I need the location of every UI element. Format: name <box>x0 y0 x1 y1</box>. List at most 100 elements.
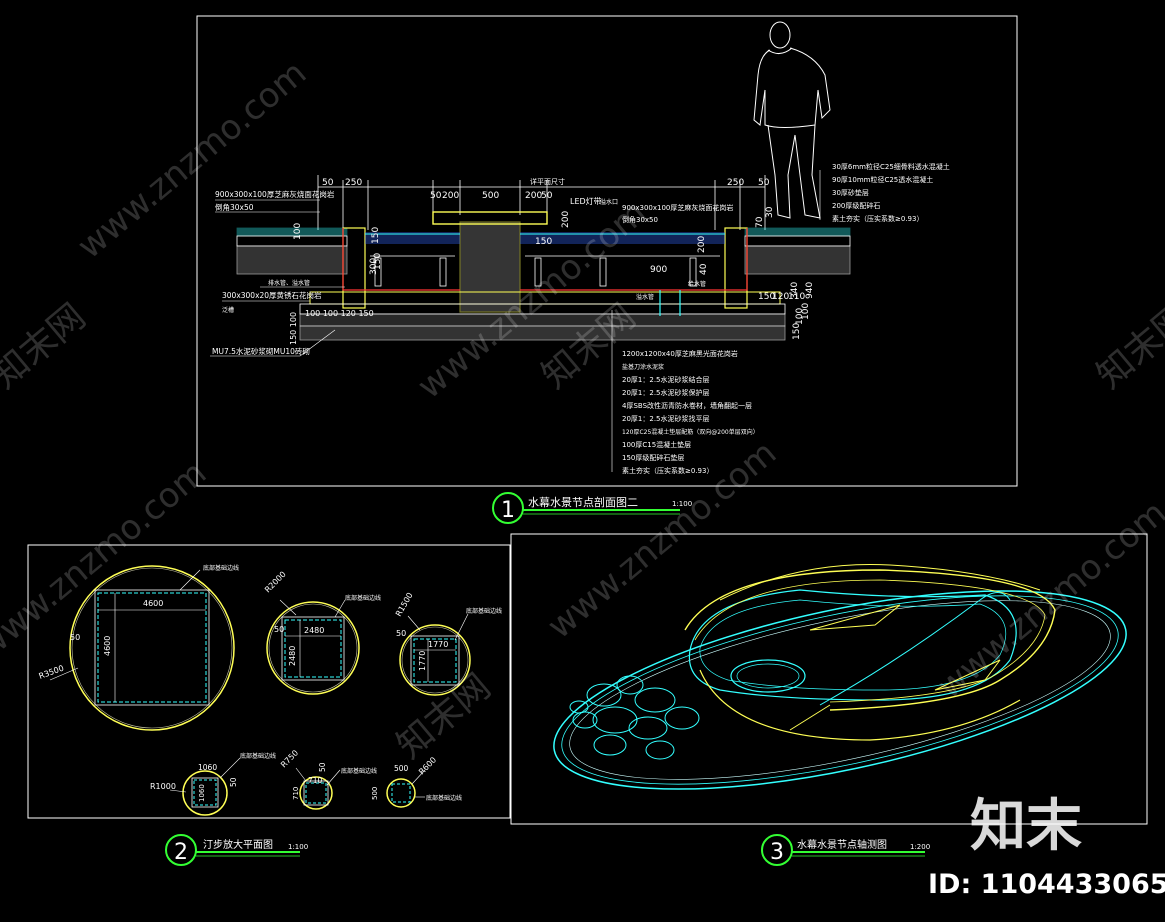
axo-number: 3 <box>770 840 784 865</box>
stone-side: 500 <box>371 787 379 800</box>
axo-title-block: 3 水幕水景节点轴测图 1:200 <box>761 834 930 866</box>
dim-label: 200 <box>525 191 542 201</box>
stone-radius: R2000 <box>263 570 288 595</box>
dim-label: 120 <box>772 292 789 302</box>
section-label: 溢水管 <box>636 293 654 301</box>
section-label: 素土夯实（压实系数≥0.93） <box>832 214 923 223</box>
stone-radius: R1500 <box>394 591 415 618</box>
dim-label: 150 <box>373 253 383 270</box>
brand-logo-block: 知末 ID: 1104433065 <box>928 794 1165 900</box>
axo-drawing <box>553 563 1127 790</box>
edge-label: 底部基础边线 <box>240 752 276 760</box>
plan-title: 汀步放大平面图 <box>203 838 273 851</box>
stone-side: 500 <box>394 764 409 773</box>
dim-label: 300 <box>369 258 379 275</box>
section-label: 300x300x20厚黄锈石花岗岩 <box>222 290 322 300</box>
dim-text-mid: 100 150 150 200 150 300 200 900 40 150 1… <box>293 206 815 340</box>
stone-edge: 50 <box>70 633 80 642</box>
labels-left: 900x300x100厚芝麻灰烧面花岗岩 倒角30x50 排水管、溢水管 300… <box>210 189 374 357</box>
image-id: ID: 1104433065 <box>928 869 1165 900</box>
dim-line-top <box>317 175 766 230</box>
section-label: 盐基刀涂水泥浆 <box>622 363 664 371</box>
section-label: 100厚C15混凝土垫层 <box>622 440 691 449</box>
watermark-brand: 知末网 <box>389 666 498 767</box>
edge-label: 底部基础边线 <box>466 607 502 615</box>
dim-label: 150 <box>792 323 802 340</box>
edge-label: 底部基础边线 <box>203 564 239 572</box>
dim-label: 500 <box>482 191 499 201</box>
section-label: 倒角30x50 <box>622 215 658 224</box>
stone-side: 1060 <box>198 763 217 772</box>
human-figure <box>753 21 831 219</box>
section-label: 20厚1：2.5水泥砂浆结合层 <box>622 375 710 384</box>
stone-edge: 50 <box>318 762 327 772</box>
section-label: 120厚C25混凝土垫层配筋（双向@200单层双向） <box>622 428 759 436</box>
led-label-group: LED灯带 溢水口 <box>570 196 618 206</box>
dim-label: 100 <box>293 223 303 240</box>
dim-label: 900 <box>650 265 667 275</box>
stone-side: 4600 <box>143 599 163 608</box>
dim-label: 250 <box>345 178 362 188</box>
dim-label: 150 <box>758 292 775 302</box>
section-scale: 1:100 <box>672 500 692 508</box>
section-number: 1 <box>501 498 515 523</box>
section-ground <box>236 211 851 341</box>
stone-r750: 710 710 50 R750 底部基础边线 <box>279 748 377 810</box>
stone-radius: R3500 <box>38 664 65 681</box>
edge-label: 底部基础边线 <box>345 594 381 602</box>
watermark-site: www.znzmo.com <box>540 433 784 647</box>
dim-label: 250 <box>727 178 744 188</box>
dim-label: 150 <box>535 237 552 247</box>
section-label: 900x300x100厚芝麻灰烧面花岗岩 <box>622 203 733 212</box>
section-label: 30厚6mm粒径C25细骨料透水混凝土 <box>832 162 950 171</box>
section-label: 4厚SBS改性沥青防水卷材，墙角翻起一层 <box>622 401 752 410</box>
dim-label: 50 <box>541 191 553 201</box>
plan-number: 2 <box>174 840 188 865</box>
stone-side: 1770 <box>418 651 427 671</box>
brand-logo: 知末 <box>970 794 1082 859</box>
section-label: 20厚1：2.5水泥砂浆保护层 <box>622 388 710 397</box>
section-title: 水幕水景节点剖面图二 <box>528 495 638 509</box>
edge-label: 底部基础边线 <box>341 767 377 775</box>
watermark-brand: 知末网 <box>1089 296 1165 397</box>
dim-label: 150 100 <box>289 312 298 345</box>
section-label: 200厚级配碎石 <box>832 201 880 210</box>
dim-label: 100 <box>801 303 811 320</box>
section-label: 20厚1：2.5水泥砂浆找平层 <box>622 414 710 423</box>
watermark-site: www.znzmo.com <box>930 493 1165 707</box>
stone-edge: 50 <box>229 777 238 787</box>
stepping-stones: 4600 4600 50 R3500 底部基础边线 2480 2480 50 R… <box>38 564 502 816</box>
stone-r1500: 1770 1770 50 R1500 底部基础边线 <box>394 591 502 696</box>
section-label: MU7.5水泥砂浆砌MU10砖砌 <box>212 346 310 356</box>
section-title-block: 1 水幕水景节点剖面图二 1:100 <box>492 492 692 524</box>
stone-side: 4600 <box>103 636 112 656</box>
stone-side: 2480 <box>288 646 297 666</box>
watermarks: www.znzmo.com www.znzmo.com www.znzmo.co… <box>0 53 1165 767</box>
edge-label: 底部基础边线 <box>426 794 462 802</box>
plan-frame <box>27 544 511 819</box>
dim-label: 200 <box>561 211 571 228</box>
dim-text-top: 50 250 50 200 500 200 50 250 50 详平面尺寸 <box>322 177 770 201</box>
dim-label: 50 <box>430 191 442 201</box>
section-label: 素土夯实（压实系数≥0.93） <box>622 466 713 475</box>
dim-total-label: 详平面尺寸 <box>530 177 565 186</box>
dim-label: 30 <box>765 206 775 218</box>
watermark-site: www.znzmo.com <box>0 453 214 667</box>
labels-bottom: 1200x1200x40厚芝麻黑光面花岗岩 盐基刀涂水泥浆 20厚1：2.5水泥… <box>611 310 759 475</box>
dim-label: 100 <box>795 308 805 325</box>
stone-edge: 50 <box>274 625 284 634</box>
section-label: 150厚级配碎石垫层 <box>622 453 684 462</box>
dim-label: 150 <box>371 227 381 244</box>
labels-right: 30厚6mm粒径C25细骨料透水混凝土 90厚10mm粒径C25透水混凝土 30… <box>819 162 950 223</box>
stone-side: 1770 <box>428 640 448 649</box>
section-label: 倒角30x50 <box>215 202 254 212</box>
section-label: 泛槽 <box>222 306 234 314</box>
section-label: 100 100 120 150 <box>305 309 374 318</box>
axo-frame <box>510 533 1148 825</box>
led-label: LED灯带 <box>570 196 602 206</box>
dim-label: 340 <box>790 282 800 299</box>
dim-label: 110 <box>788 292 805 302</box>
section-label: 1200x1200x40厚芝麻黑光面花岗岩 <box>622 349 738 358</box>
section-label: 排水管、溢水管 <box>268 279 310 287</box>
section-label: 30厚砂垫层 <box>832 188 869 197</box>
